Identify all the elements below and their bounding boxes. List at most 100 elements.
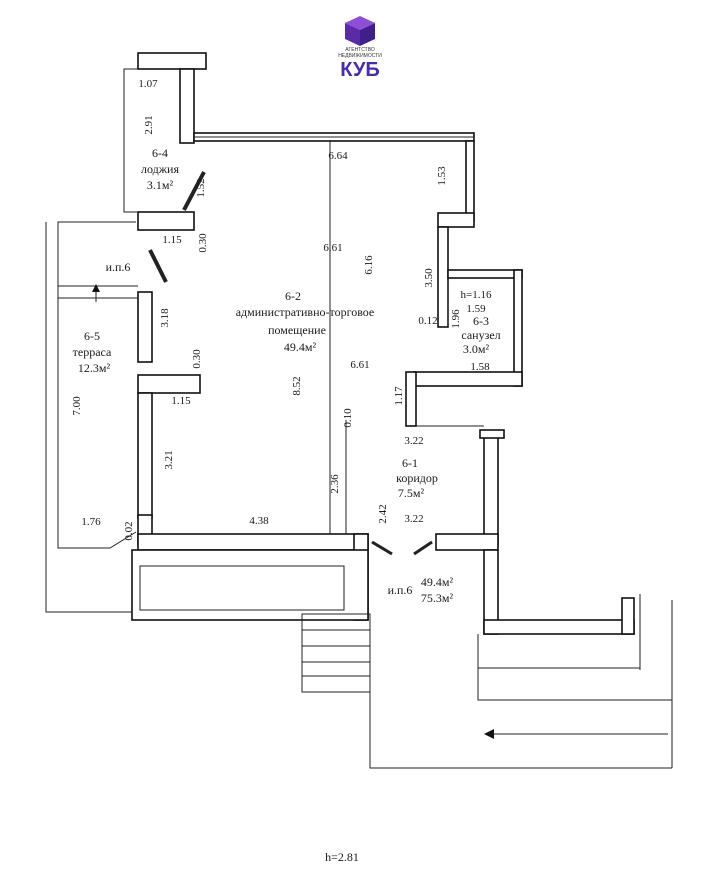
- room-corridor-area: 7.5м²: [398, 486, 425, 500]
- door-entrance-left: [371, 540, 393, 556]
- dim-0-02: 0.02: [123, 521, 135, 540]
- ceiling-height: h=2.81: [325, 850, 359, 864]
- entrance-label-top: и.п.6: [106, 260, 131, 274]
- dim-0-12: 0.12: [418, 315, 437, 327]
- room-bathroom-area: 3.0м²: [463, 342, 490, 356]
- wall-south: [137, 533, 369, 551]
- room-loggia: 6-4 лоджия 3.1м²: [141, 146, 179, 192]
- wall-loggia-top: [137, 52, 207, 70]
- wall-bathroom-east: [513, 269, 523, 387]
- wall-bathroom-outer: [447, 269, 523, 279]
- dim-3-50: 3.50: [423, 268, 435, 288]
- room-loggia-name: лоджия: [141, 162, 179, 176]
- door-entrance-right: [413, 540, 433, 556]
- door-loggia: [182, 171, 206, 211]
- stairs: [301, 594, 673, 769]
- dimensions: 1.07 2.91 1.52 6.64 1.53 1.15 0.30 6.61 …: [71, 78, 492, 541]
- terrace-outline: [45, 68, 138, 613]
- wall-west-pier: [137, 374, 201, 394]
- dim-0-30-mid: 0.30: [191, 349, 203, 369]
- room-bathroom-name: санузел: [461, 328, 500, 342]
- dim-2-42: 2.42: [377, 504, 389, 523]
- dim-1-76: 1.76: [81, 516, 101, 528]
- dim-0-10: 0.10: [342, 408, 354, 428]
- cube-right-face: [360, 23, 375, 46]
- wall-east-upper: [465, 140, 475, 222]
- wall-corridor-east: [483, 433, 499, 547]
- dim-6-16: 6.16: [363, 255, 375, 275]
- dim-7-00: 7.00: [71, 396, 83, 416]
- doors: [148, 171, 449, 556]
- wall-west-lower: [137, 392, 153, 519]
- room-terrace: 6-5 терраса 12.3м²: [73, 329, 112, 375]
- dim-0-30-top: 0.30: [197, 233, 209, 253]
- wall-entrance-east: [435, 533, 499, 551]
- room-corridor: 6-1 коридор 7.5м²: [396, 456, 438, 500]
- room-terrace-id: 6-5: [84, 329, 100, 343]
- dim-2-36: 2.36: [329, 474, 341, 494]
- room-corridor-name: коридор: [396, 471, 438, 485]
- wall-south-inner-band: [139, 565, 345, 611]
- terrace-border: [57, 221, 137, 549]
- dim-2-91: 2.91: [143, 115, 155, 134]
- dim-6-61-top: 6.61: [323, 242, 342, 254]
- loggia-outline: [123, 68, 138, 213]
- room-bathroom-id: 6-3: [473, 314, 489, 328]
- room-loggia-id: 6-4: [152, 146, 168, 160]
- wall-loggia-right: [179, 68, 195, 144]
- door-terrace: [148, 249, 168, 283]
- wall-bathroom-south: [413, 371, 523, 387]
- wall-loggia-base: [137, 211, 195, 231]
- dim-6-64: 6.64: [328, 150, 348, 162]
- dimension-lines: [329, 140, 484, 534]
- wall-east-mid: [437, 226, 449, 328]
- dim-h-1-16: h=1.16: [461, 289, 492, 301]
- wall-west-upper: [137, 291, 153, 363]
- ramp-boundary: [477, 634, 673, 768]
- room-admin-area: 49.4м²: [284, 340, 317, 354]
- agency-logo: АГЕНТСТВО НЕДВИЖИМОСТИ КУБ: [338, 16, 382, 81]
- stairs-left: [301, 613, 371, 693]
- room-admin: 6-2 административно-торговое помещение 4…: [236, 289, 375, 354]
- room-admin-name-2: помещение: [268, 323, 326, 337]
- ramp-outline: [369, 620, 672, 769]
- wall-corridor-top: [479, 429, 505, 439]
- dim-3-21: 3.21: [163, 450, 175, 469]
- dim-1-07: 1.07: [138, 78, 158, 90]
- room-admin-name-1: административно-торговое: [236, 305, 375, 319]
- wall-south-left-outer: [131, 549, 369, 621]
- dim-1-17: 1.17: [393, 386, 405, 406]
- ramp-arrow-head: [484, 729, 494, 739]
- room-bathroom: 6-3 санузел 3.0м²: [461, 314, 500, 356]
- total-area-full: 75.3м²: [421, 591, 454, 605]
- dim-4-38: 4.38: [249, 515, 269, 527]
- dim-1-52: 1.52: [195, 178, 207, 197]
- total-area-main: 49.4м²: [421, 575, 454, 589]
- dim-1-96: 1.96: [450, 309, 462, 329]
- logo-tagline-1: АГЕНТСТВО: [345, 47, 375, 53]
- room-admin-id: 6-2: [285, 289, 301, 303]
- wall-east-step: [437, 212, 475, 228]
- wall-corridor-west: [405, 371, 417, 427]
- logo-tagline-2: НЕДВИЖИМОСТИ: [338, 53, 382, 59]
- room-terrace-name: терраса: [73, 345, 112, 359]
- dim-3-22-top: 3.22: [404, 435, 423, 447]
- dim-1-58: 1.58: [470, 361, 490, 373]
- outer-boundary-left: [45, 222, 132, 613]
- cube-left-face: [345, 23, 360, 46]
- entrance-label-bottom: и.п.6: [388, 583, 413, 597]
- terrace-arrow-head: [92, 284, 100, 292]
- room-corridor-id: 6-1: [402, 456, 418, 470]
- dim-1-15-mid: 1.15: [171, 395, 191, 407]
- dim-1-15-top: 1.15: [162, 234, 182, 246]
- dim-1-59: 1.59: [466, 303, 486, 315]
- room-terrace-area: 12.3м²: [78, 361, 111, 375]
- dim-6-61-mid: 6.61: [350, 359, 369, 371]
- dim-3-18: 3.18: [159, 308, 171, 328]
- walls: [131, 52, 635, 635]
- wall-entrance-south: [483, 619, 635, 635]
- dim-3-22-bot: 3.22: [404, 513, 423, 525]
- logo-name: КУБ: [340, 59, 380, 81]
- wall-entrance-corner: [621, 597, 635, 635]
